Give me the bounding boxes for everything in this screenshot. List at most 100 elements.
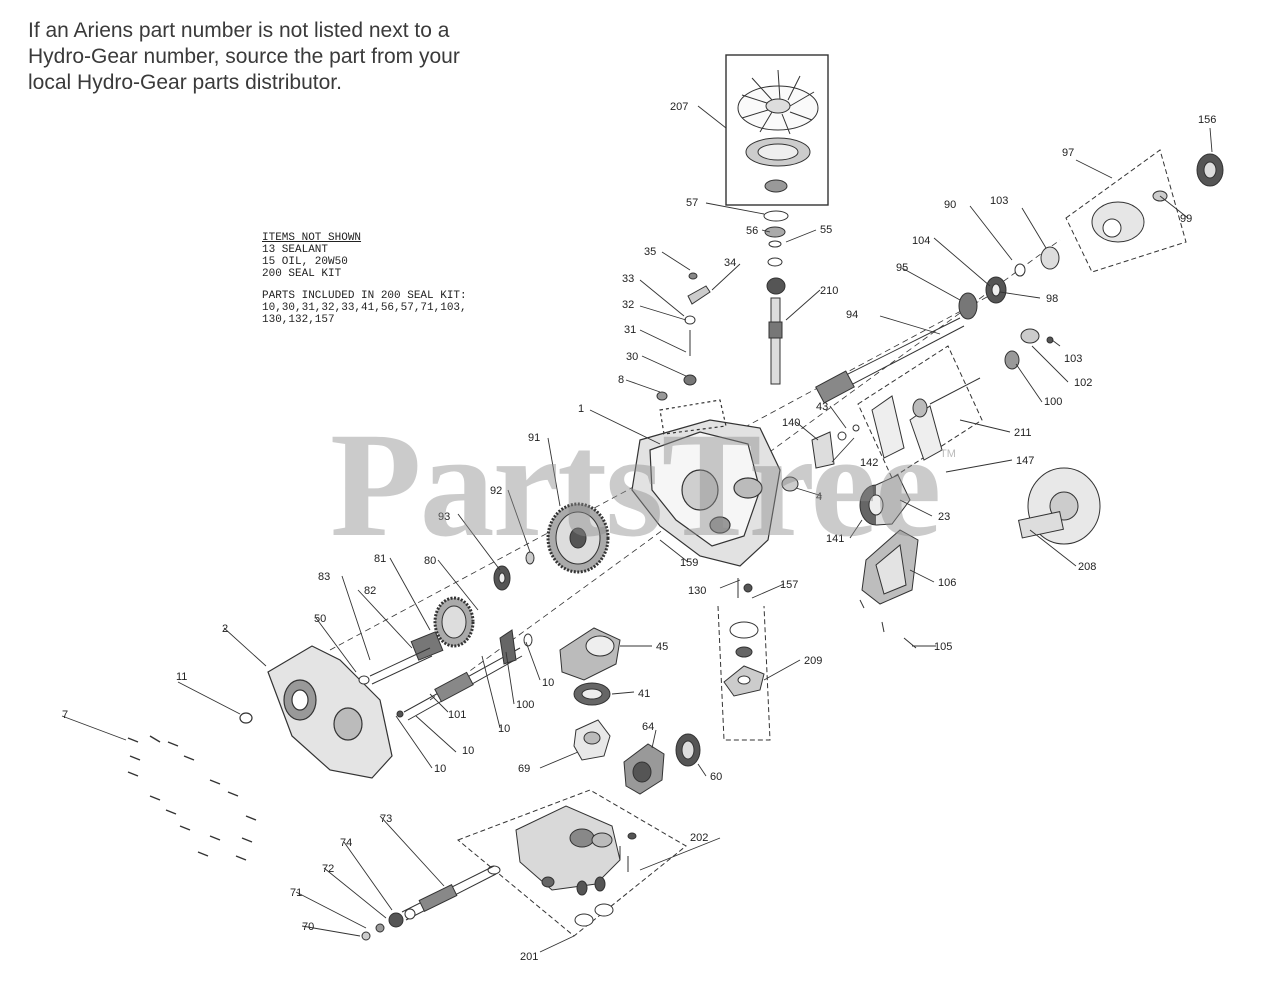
notes-item: 13 SEALANT (262, 244, 329, 256)
callout-label: 8 (618, 374, 624, 386)
callout-label: 141 (826, 533, 844, 545)
callout-label: 31 (624, 324, 636, 336)
pump-parts (573, 719, 701, 795)
pump-block-201 (457, 789, 687, 937)
callout-label: 202 (690, 832, 708, 844)
callout-label: 100 (516, 699, 534, 711)
bearing-23 (859, 474, 911, 526)
callout-label: 91 (528, 432, 540, 444)
axle-hub-assembly (1065, 149, 1224, 273)
callout-label: 99 (1180, 213, 1192, 225)
callout-label: 4 (816, 491, 822, 503)
callout-label: 69 (518, 763, 530, 775)
callout-label: 208 (1078, 561, 1096, 573)
callout-label: 209 (804, 655, 822, 667)
callout-label: 92 (490, 485, 502, 497)
callout-label: 72 (322, 863, 334, 875)
swashplate-45 (559, 627, 621, 706)
fan-pulley-assembly (725, 54, 829, 206)
callout-label: 211 (1014, 427, 1032, 439)
notice-line: local Hydro-Gear parts distributor. (28, 71, 342, 94)
callout-label: 11 (176, 671, 187, 683)
callout-label: 101 (448, 709, 466, 721)
seal-kit-heading: PARTS INCLUDED IN 200 SEAL KIT: (262, 290, 467, 302)
callout-label: 10 (542, 677, 554, 689)
callout-label: 93 (438, 511, 450, 523)
callout-label: 102 (1074, 377, 1092, 389)
partstree-watermark: PartsTree (330, 402, 941, 568)
seal-kit-line: 10,30,31,32,33,41,56,57,71,103, (262, 302, 467, 314)
callout-label: 159 (680, 557, 698, 569)
callout-label: 34 (724, 257, 736, 269)
wheel-hub-208 (1017, 467, 1101, 545)
callout-label: 100 (1044, 396, 1062, 408)
callout-label: 80 (424, 555, 436, 567)
callout-label: 70 (302, 921, 314, 933)
callout-label: 157 (780, 579, 798, 591)
side-cover-2 (239, 645, 393, 779)
callout-label: 103 (1064, 353, 1082, 365)
cover-106 (859, 529, 919, 649)
notice-line: If an Ariens part number is not listed n… (28, 19, 450, 42)
callout-labels: 207 156 97 57 56 55 35 34 33 32 31 30 8 … (62, 101, 1216, 963)
callout-label: 30 (626, 351, 638, 363)
seal-kit-line: 130,132,157 (262, 314, 335, 326)
callout-label: 23 (938, 511, 950, 523)
callout-label: 83 (318, 571, 330, 583)
callout-label: 60 (710, 771, 722, 783)
callout-label: 45 (656, 641, 668, 653)
callout-label: 142 (860, 457, 878, 469)
callout-label: 10 (434, 763, 446, 775)
callout-label: 90 (944, 199, 956, 211)
callout-label: 147 (1016, 455, 1034, 467)
callout-label: 55 (820, 224, 832, 236)
axle-bearings (958, 246, 1060, 320)
callout-label: 50 (314, 613, 326, 625)
callout-label: 64 (642, 721, 654, 733)
callout-label: 32 (622, 299, 634, 311)
notice-line: Hydro-Gear number, source the part from … (28, 45, 460, 68)
callout-label: 41 (638, 688, 650, 700)
trademark-mark: TM (940, 448, 956, 460)
callout-label: 71 (290, 887, 302, 899)
callout-label: 95 (896, 262, 908, 274)
leader-lines (61, 105, 1213, 953)
callout-label: 98 (1046, 293, 1058, 305)
callout-label: 1 (578, 403, 584, 415)
callout-label: 82 (364, 585, 376, 597)
callout-label: 106 (938, 577, 956, 589)
callout-label: 56 (746, 225, 758, 237)
callout-label: 130 (688, 585, 706, 597)
callout-label: 104 (912, 235, 930, 247)
callout-label: 81 (374, 553, 386, 565)
input-shaft (763, 210, 789, 385)
callout-label: 7 (62, 709, 68, 721)
notes-item: 200 SEAL KIT (262, 268, 342, 280)
pump-shaft-73 (361, 865, 497, 941)
callout-label: 103 (990, 195, 1008, 207)
callout-label: 57 (686, 197, 698, 209)
callout-label: 140 (782, 417, 800, 429)
brake-assembly (781, 328, 1054, 492)
callout-label: 156 (1198, 114, 1216, 126)
callout-label: 201 (520, 951, 538, 963)
callout-label: 94 (846, 309, 858, 321)
callout-label: 74 (340, 837, 352, 849)
bolts-7 (127, 735, 257, 861)
callout-label: 33 (622, 273, 634, 285)
control-arm-parts (656, 272, 711, 401)
main-housing (631, 399, 781, 567)
items-not-shown-notes: ITEMS NOT SHOWN 13 SEALANT 15 OIL, 20W50… (262, 232, 522, 326)
gears (410, 502, 610, 661)
callout-label: 105 (934, 641, 952, 653)
notes-item: 15 OIL, 20W50 (262, 256, 348, 268)
parts-sourcing-notice: If an Ariens part number is not listed n… (28, 18, 528, 96)
callout-label: 97 (1062, 147, 1074, 159)
callout-label: 73 (380, 813, 392, 825)
callout-label: 210 (820, 285, 838, 297)
callout-label: 207 (670, 101, 688, 113)
callout-label: 35 (644, 246, 656, 258)
notes-heading: ITEMS NOT SHOWN (262, 232, 362, 244)
callout-label: 43 (816, 401, 828, 413)
